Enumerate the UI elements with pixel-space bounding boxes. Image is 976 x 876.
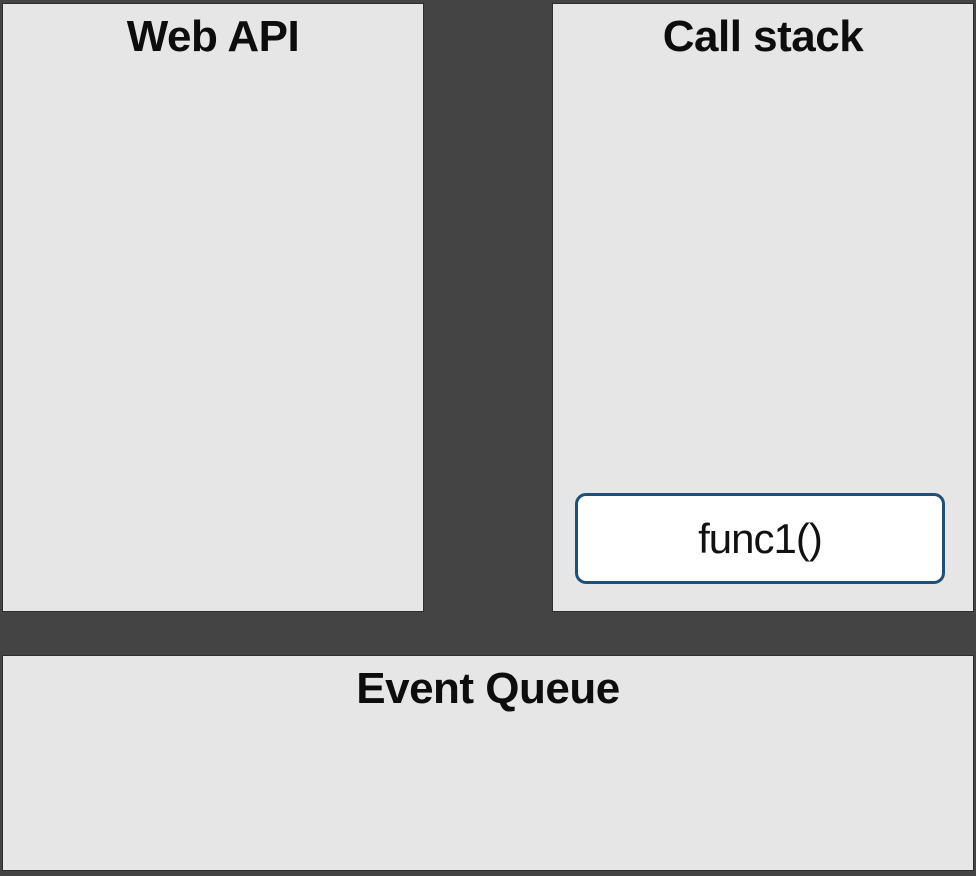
stack-frame-func1: func1() bbox=[575, 493, 945, 584]
event-queue-panel: Event Queue bbox=[2, 655, 974, 871]
web-api-panel: Web API bbox=[2, 3, 424, 612]
web-api-title: Web API bbox=[126, 12, 300, 61]
call-stack-title: Call stack bbox=[662, 12, 864, 61]
stack-frame-label: func1() bbox=[698, 514, 823, 562]
event-queue-title: Event Queue bbox=[356, 664, 620, 713]
call-stack-panel: Call stack func1() bbox=[552, 3, 974, 612]
